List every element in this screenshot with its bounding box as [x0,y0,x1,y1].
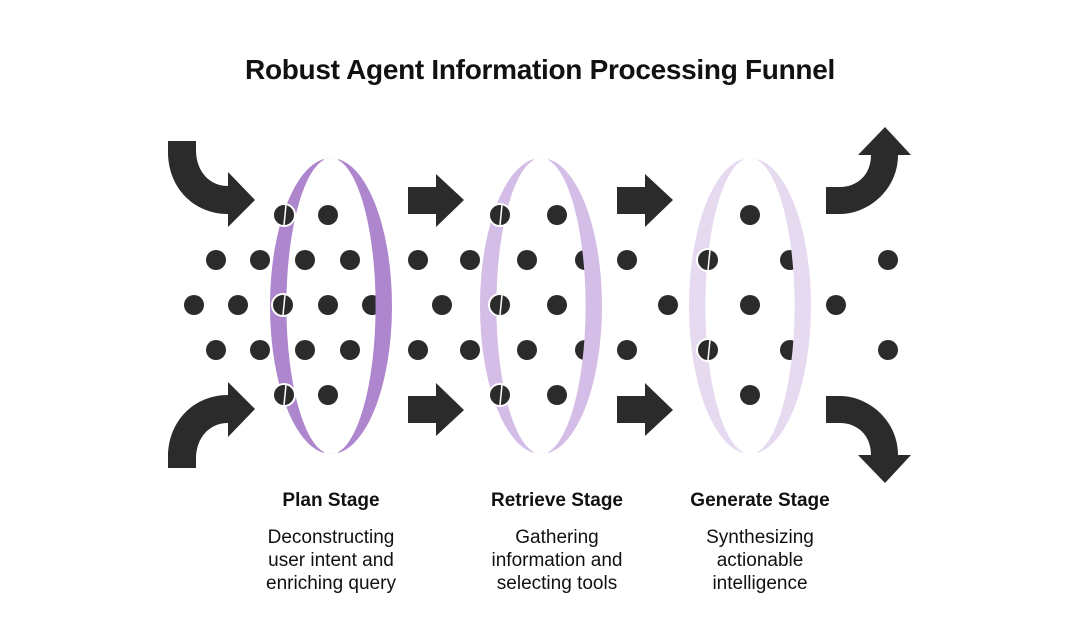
data-dot-edge [272,203,296,227]
ring-seam [322,157,340,161]
data-dot [295,340,315,360]
data-dot [826,295,846,315]
stage-description: Synthesizing actionable intelligence [660,526,860,595]
dot-seam [283,384,287,406]
data-dot [740,385,760,405]
diagram-title: Robust Agent Information Processing Funn… [245,54,835,85]
data-dot-edge [488,293,512,317]
data-dot [547,205,567,225]
data-dot [318,295,338,315]
data-dot-edge [488,383,512,407]
data-dot [547,295,567,315]
stage-name: Generate Stage [690,490,830,511]
arrow-right-icon [617,383,673,436]
dot-seam [282,294,286,316]
data-dot [340,340,360,360]
curved-arrow-up-right-icon [168,382,255,468]
ring-seam [741,157,759,161]
data-dot-edge [271,293,295,317]
data-dot [460,340,480,360]
information-dots [184,205,898,405]
data-dot [250,250,270,270]
ring-seam [532,157,550,161]
data-dot [228,295,248,315]
dot-seam [499,204,503,226]
data-dot [318,205,338,225]
input-arrows [168,141,255,468]
data-dot [658,295,678,315]
data-dot-edge [488,203,512,227]
description-line: selecting tools [496,573,618,594]
description-line: actionable [716,550,804,571]
data-dot [206,250,226,270]
data-dot [318,385,338,405]
dot-seam [499,384,503,406]
stage-name: Retrieve Stage [490,490,623,511]
data-dot [408,250,428,270]
data-dot [340,250,360,270]
data-dot [408,340,428,360]
stage-description: Gathering information and selecting tool… [457,526,657,595]
data-dot [547,385,567,405]
stage-retrieve: Retrieve Stage Gathering information and… [457,490,657,595]
description-line: Gathering [515,527,599,548]
description-line: enriching query [266,573,396,594]
ring-seam [532,451,550,455]
data-dot [878,250,898,270]
data-dot [206,340,226,360]
arrow-right-icon [408,383,464,436]
arrow-right-icon [408,174,464,227]
data-dot [740,205,760,225]
stage-generate: Generate Stage Synthesizing actionable i… [660,490,860,595]
generate-ring [689,157,811,455]
information-dots-front [271,203,720,407]
data-dot [432,295,452,315]
data-dot-edge [696,338,720,362]
dot-seam [707,339,711,361]
data-dot [250,340,270,360]
stage-plan: Plan Stage Deconstructing user intent an… [231,490,431,595]
stage-description: Deconstructing user intent and enriching… [231,526,431,595]
plan-ring [270,157,392,455]
dot-seam [499,294,503,316]
data-dot [617,250,637,270]
curved-arrow-up-icon [826,127,911,214]
description-line: Synthesizing [706,527,814,548]
dot-seam [707,249,711,271]
data-dot-edge [272,383,296,407]
description-line: intelligence [712,573,808,594]
curved-arrow-down-icon [826,396,911,483]
data-dot [460,250,480,270]
output-arrows [826,127,911,483]
arrow-right-icon [617,174,673,227]
data-dot [295,250,315,270]
dot-seam [283,204,287,226]
data-dot-edge [696,248,720,272]
data-dot [184,295,204,315]
curved-arrow-down-right-icon [168,141,255,227]
ring-seam [322,451,340,455]
ring-seam [741,451,759,455]
transfer-arrows [408,174,673,436]
data-dot [517,250,537,270]
description-line: information and [491,550,623,571]
stage-rings [270,157,811,455]
data-dot [878,340,898,360]
retrieve-ring [480,157,602,455]
data-dot [517,340,537,360]
data-dot [617,340,637,360]
data-dot [740,295,760,315]
description-line: Deconstructing [267,527,395,548]
stage-name: Plan Stage [282,490,380,511]
description-line: user intent and [268,550,394,571]
